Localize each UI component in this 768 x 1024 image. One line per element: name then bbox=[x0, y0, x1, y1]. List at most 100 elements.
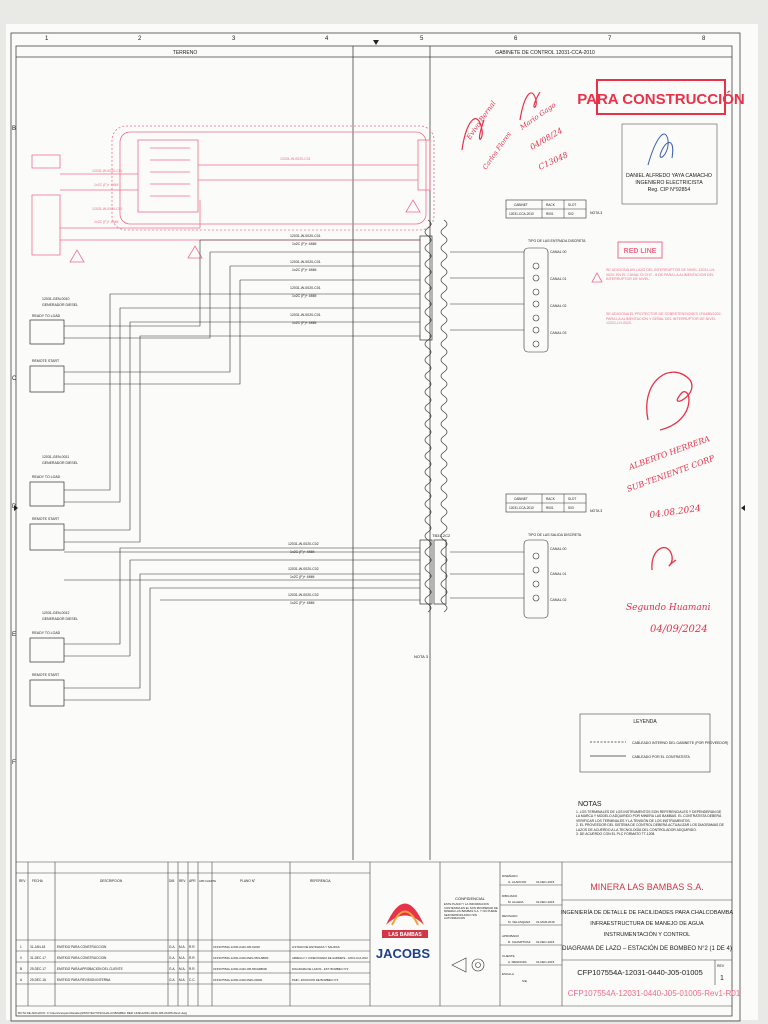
grid-col-1: 1 bbox=[45, 36, 49, 42]
redline-cable-spec-3: 1x2C (F)+ 4MM bbox=[94, 220, 118, 224]
legend-title: LEYENDA bbox=[633, 719, 657, 725]
module-h1: CABINET bbox=[514, 497, 528, 501]
terminal-block-tag: TB31-2C2 bbox=[432, 533, 451, 538]
field-device-ready: READY TO LOAD bbox=[32, 475, 61, 479]
jacobs-logo: JACOBS bbox=[376, 946, 431, 961]
rev-cell: 29-DEC-16 bbox=[30, 978, 46, 982]
module-type: TIPO DE LAS ENTRADA DISCRETA bbox=[528, 239, 586, 243]
rev-cell: C.C. bbox=[189, 978, 195, 982]
notes-title: NOTAS bbox=[578, 801, 602, 808]
cable-tag: 12031-W-0020-C01 bbox=[290, 260, 321, 264]
las-bambas-logo-text: LAS BAMBAS bbox=[388, 932, 422, 938]
module-channel: CANAL 01 bbox=[550, 572, 566, 576]
cable-spec: 1x2C (F)+ 4MM bbox=[290, 550, 314, 554]
role-date: 31-DEC-2015 bbox=[536, 940, 555, 944]
field-device-desc: GENERADOR DIESEL bbox=[42, 461, 78, 465]
role-name: M. VELASQUEZ bbox=[508, 920, 530, 924]
field-device-3: 12031-GEN-0012 GENERADOR DIESEL READY TO… bbox=[29, 611, 78, 707]
module-channel: CANAL 01 bbox=[550, 277, 566, 281]
drawing-title-line-1: INGENIERÍA DE DETALLE DE FACILIDADES PAR… bbox=[561, 909, 734, 916]
field-device-desc: GENERADOR DIESEL bbox=[42, 617, 78, 621]
redline-label-box bbox=[617, 241, 663, 259]
module-h2: RACK bbox=[546, 497, 556, 501]
construction-stamp-text: PARA CONSTRUCCIÓN bbox=[577, 90, 745, 108]
rev-cell: 1 bbox=[20, 945, 22, 949]
rev-cell: EMITIDO PARA REVISION INTERNA bbox=[57, 978, 111, 982]
rev-cell: CFP107554A-12031-0440-DWG-55CH9B0S bbox=[213, 956, 268, 960]
rev-cell: G.A. bbox=[169, 956, 175, 960]
role-date: 31-DEC-2015 bbox=[536, 880, 555, 884]
rev-cell: DIAGRAMA DE LAZOS - EST. BOMBEO N°2 bbox=[292, 967, 349, 971]
las-bambas-logo-icon bbox=[386, 903, 424, 925]
rev-cell: EMITIDO PARA CONSTRUCCION bbox=[57, 945, 107, 949]
role-date: 31-DEC-2015 bbox=[536, 900, 555, 904]
module-v3: S03 bbox=[568, 506, 574, 510]
scale-value: S/E bbox=[522, 979, 527, 983]
role-name: G. ALARCON bbox=[508, 880, 526, 884]
role-date: 31-MAR-2016 bbox=[536, 920, 555, 924]
cable-tag: 12031-W-0020-C01 bbox=[290, 286, 321, 290]
sheet-frame bbox=[10, 32, 741, 1022]
rev-cell: B bbox=[20, 967, 22, 971]
rev-cell: M.A. bbox=[179, 945, 186, 949]
engineer-reg: Reg. CIP N°92854 bbox=[648, 187, 691, 193]
redline-cable-tag-2: 12031-W-0020-C01 bbox=[280, 157, 311, 161]
grid-col-8: 8 bbox=[702, 36, 706, 42]
rev-cell: ARREGLO Y CONEXIONADO DE GABINETE - 1203… bbox=[292, 956, 368, 960]
module-channel: CANAL 00 bbox=[550, 547, 566, 551]
drawing-title-line-2: INFRAESTRUCTURA DE MANEJO DE AGUA bbox=[590, 921, 704, 927]
projection-symbol-icon bbox=[451, 957, 485, 973]
rev-cell: M.A. bbox=[179, 978, 186, 982]
cable-spec: 1x2C (F)+ 4MM bbox=[292, 294, 316, 298]
center-mark-left-icon bbox=[14, 505, 18, 511]
handwriting-text: Segundo Huamani bbox=[626, 603, 711, 613]
field-device-remote: REMOTE START bbox=[32, 673, 60, 677]
role-label: REVISADO bbox=[502, 914, 518, 918]
module-channel: CANAL 00 bbox=[550, 250, 566, 254]
cable-spec: 1x2C (F)+ 4MM bbox=[290, 601, 314, 605]
confidential-text: ESTE PLANO Y LA INFORMACION CONTENIDA EN… bbox=[444, 903, 498, 921]
io-module-bottom: CABINET RACK SLOT 12031-CCA-2010 R001 S0… bbox=[505, 493, 602, 619]
module-v1: 12031-CCA-2010 bbox=[509, 212, 534, 216]
field-device-remote: REMOTE START bbox=[32, 517, 60, 521]
rev-cell: R.R. bbox=[189, 945, 195, 949]
module-channel: CANAL 02 bbox=[550, 598, 566, 602]
field-device-ready: READY TO LOAD bbox=[32, 631, 61, 635]
module-v1: 12031-CCA-2010 bbox=[509, 506, 534, 510]
engineer-signature bbox=[647, 133, 674, 166]
cable-tag: 12031-W-0020-C01 bbox=[290, 234, 321, 238]
redline-note-2: SE ADICIONA EL PROTECTOR DE SOBRETENSION… bbox=[606, 312, 722, 326]
file-path: RUTA DE ARCHIVO: C:\Users\ctoquim\Deskto… bbox=[18, 1011, 187, 1015]
nota-tb: NOTA 3 bbox=[414, 654, 429, 659]
company-name: MINERA LAS BAMBAS S.A. bbox=[590, 882, 704, 892]
wiring bbox=[64, 239, 420, 701]
cable-tag: 12031-W-0020-C02 bbox=[288, 593, 319, 597]
redline-cable-tag: 12031-W-0020-C01 bbox=[92, 169, 123, 173]
module-type: TIPO DE LAS SALIDA DISCRETA bbox=[528, 533, 582, 537]
role-label: APROBADO bbox=[502, 934, 520, 938]
field-device-1: 12031-GEN-0010 GENERADOR DIESEL READY TO… bbox=[29, 297, 78, 393]
rev-cell: G.A. bbox=[169, 945, 175, 949]
revision-row: B 29-DEC-17 EMITIDO PARA APROBACION DEL … bbox=[20, 967, 349, 971]
title-block-roles: DISEÑADO G. ALARCON 31-DEC-2015 DIBUJADO… bbox=[502, 873, 555, 983]
module-v2: R001 bbox=[546, 506, 554, 510]
role-date: 31-DEC-2015 bbox=[536, 960, 555, 964]
module-v2: R001 bbox=[546, 212, 554, 216]
drawing-title-line-3: INSTRUMENTACIÓN Y CONTROL bbox=[604, 931, 690, 938]
redline-drawing-number: CFP107554A-12031-0440-J05-01005-Rev1-R01 bbox=[568, 989, 741, 998]
redline-cable-tag-3: 12031-W-0020-C01 bbox=[92, 207, 123, 211]
module-h2: RACK bbox=[546, 203, 556, 207]
io-module-top: CABINET RACK SLOT 12031-CCA-2010 R001 S0… bbox=[505, 199, 602, 353]
grid-row-b: B bbox=[12, 126, 16, 132]
cable-tag: 12031-W-0020-C01 bbox=[290, 313, 321, 317]
grid-col-3: 3 bbox=[232, 36, 236, 42]
rev-cell: EMITIDO PARA APROBACION DEL CLIENTE bbox=[57, 967, 123, 971]
revision-row: A 29-DEC-16 EMITIDO PARA REVISION INTERN… bbox=[20, 978, 339, 982]
grid-col-5: 5 bbox=[420, 36, 424, 42]
rev-col-header: REFERENCIA bbox=[310, 879, 331, 883]
cable-spec: 1x2C (F)+ 4MM bbox=[290, 575, 314, 579]
rev-cell: EMITIDO PARA CONSTRUCCION bbox=[57, 956, 107, 960]
handwritten-signature-4 bbox=[651, 546, 677, 571]
grid-col-6: 6 bbox=[514, 36, 518, 42]
module-channels bbox=[523, 539, 549, 619]
